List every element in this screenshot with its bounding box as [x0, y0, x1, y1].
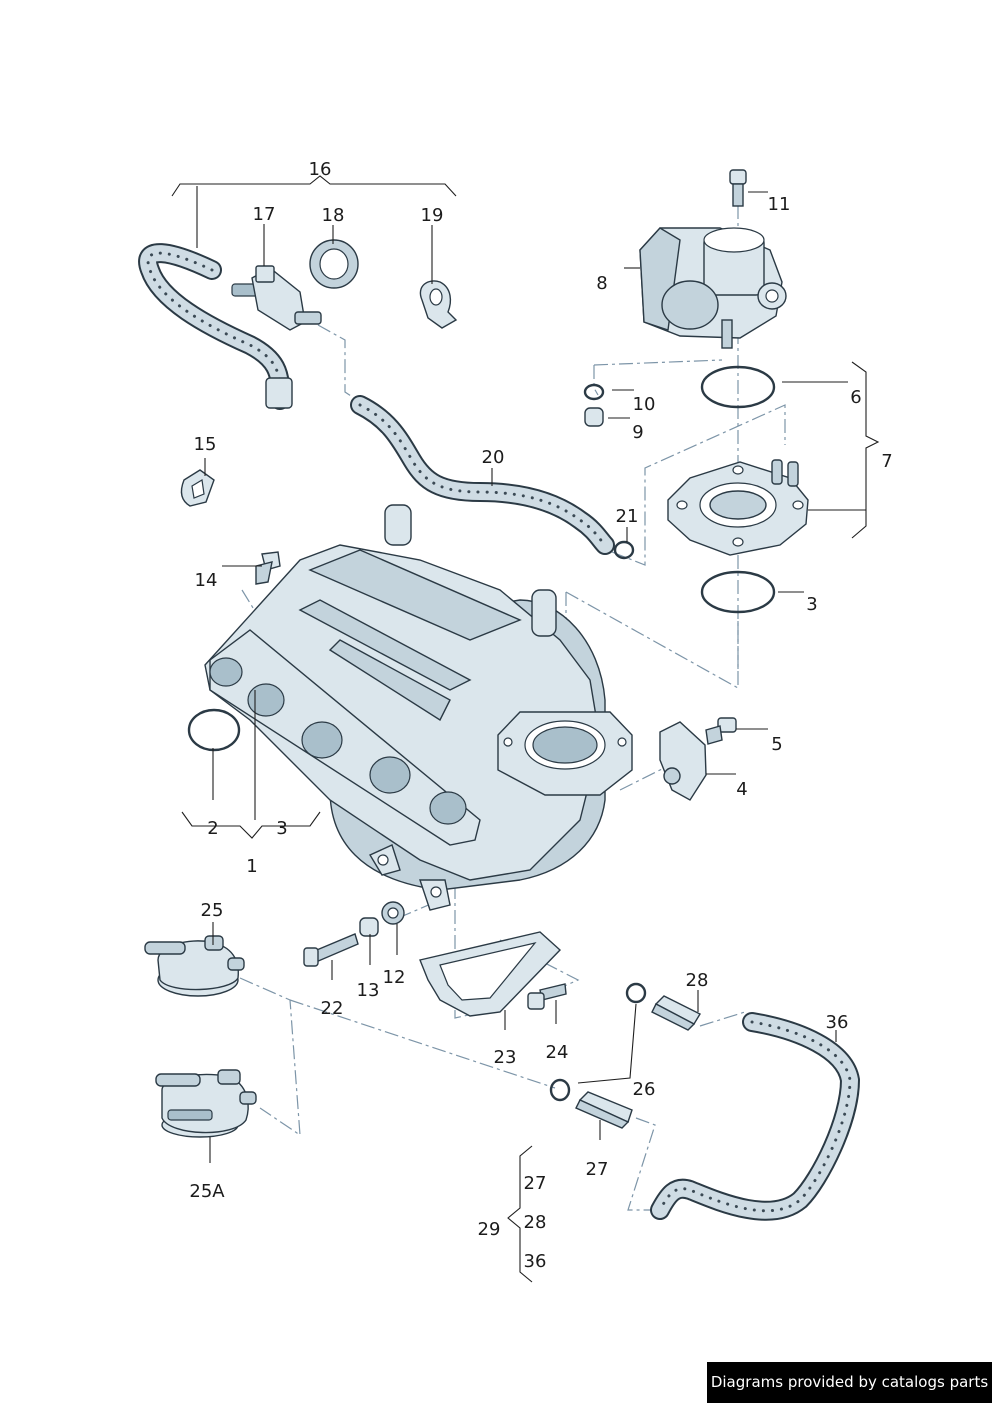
bolt-5 [705, 717, 737, 745]
callout-labels: 1 2 3 3 4 5 6 7 8 9 10 11 12 13 14 15 16… [189, 159, 892, 1272]
valve-17 [231, 265, 322, 331]
bolt-24 [527, 983, 567, 1010]
callout-3-right: 3 [806, 594, 817, 615]
gasket-6 [700, 365, 776, 409]
callout-3-left: 3 [276, 818, 287, 839]
callout-22: 22 [321, 998, 344, 1019]
grommet-12 [381, 901, 405, 925]
ring-18 [309, 239, 359, 289]
callout-15: 15 [194, 434, 217, 455]
callout-8: 8 [596, 273, 607, 294]
callout-5: 5 [771, 734, 782, 755]
callout-4: 4 [736, 779, 747, 800]
bolt-22 [303, 933, 359, 967]
callout-9: 9 [632, 422, 643, 443]
sensor-4 [659, 721, 707, 801]
callout-10: 10 [633, 394, 656, 415]
callout-28-left: 28 [524, 1212, 547, 1233]
watermark-banner: Diagrams provided by catalogs parts [707, 1362, 992, 1403]
callout-27-right: 27 [586, 1159, 609, 1180]
callout-27-left: 27 [524, 1173, 547, 1194]
callout-13: 13 [357, 980, 380, 1001]
callout-2: 2 [207, 818, 218, 839]
intake-manifold-1 [204, 504, 633, 911]
callout-21: 21 [616, 506, 639, 527]
gasket-3-upper [700, 570, 776, 614]
bolt-14 [255, 551, 281, 585]
gasket-2-3-left [187, 708, 241, 752]
clip-19 [419, 280, 458, 329]
callout-18: 18 [322, 205, 345, 226]
callout-29: 29 [478, 1219, 501, 1240]
callout-23: 23 [494, 1047, 517, 1068]
valve-25A [155, 1069, 257, 1138]
hose-36 [650, 1012, 860, 1221]
cap-9 [584, 407, 604, 427]
callout-12: 12 [383, 967, 406, 988]
callout-16: 16 [309, 159, 332, 180]
flange-7 [667, 459, 809, 556]
sleeve-27 [575, 1091, 633, 1129]
clamp-26-lower [549, 1078, 571, 1102]
callout-26: 26 [633, 1079, 656, 1100]
callout-24: 24 [546, 1042, 569, 1063]
bolt-11 [729, 169, 747, 207]
callout-14: 14 [195, 570, 218, 591]
hose-20 [350, 395, 615, 555]
clip-15 [180, 469, 215, 507]
bracket-23 [419, 931, 562, 1017]
callout-36-left: 36 [524, 1251, 547, 1272]
callout-6: 6 [850, 387, 861, 408]
valve-25 [144, 935, 245, 997]
callout-36-top: 36 [826, 1012, 849, 1033]
leader-lines [171, 175, 880, 1283]
callout-28-top: 28 [686, 970, 709, 991]
callout-11: 11 [768, 194, 791, 215]
sleeve-28 [651, 995, 701, 1031]
throttle-body-8 [639, 227, 787, 349]
callout-19: 19 [421, 205, 444, 226]
clamp-26-upper [625, 982, 647, 1004]
callout-25A: 25A [189, 1181, 225, 1202]
hose-16 [138, 243, 293, 410]
clip-21 [613, 540, 635, 560]
callout-1: 1 [246, 856, 257, 877]
clamp-10 [583, 383, 605, 401]
sleeve-13 [359, 917, 379, 937]
callout-25: 25 [201, 900, 224, 921]
callout-17: 17 [253, 204, 276, 225]
callout-7: 7 [881, 451, 892, 472]
callout-20: 20 [482, 447, 505, 468]
